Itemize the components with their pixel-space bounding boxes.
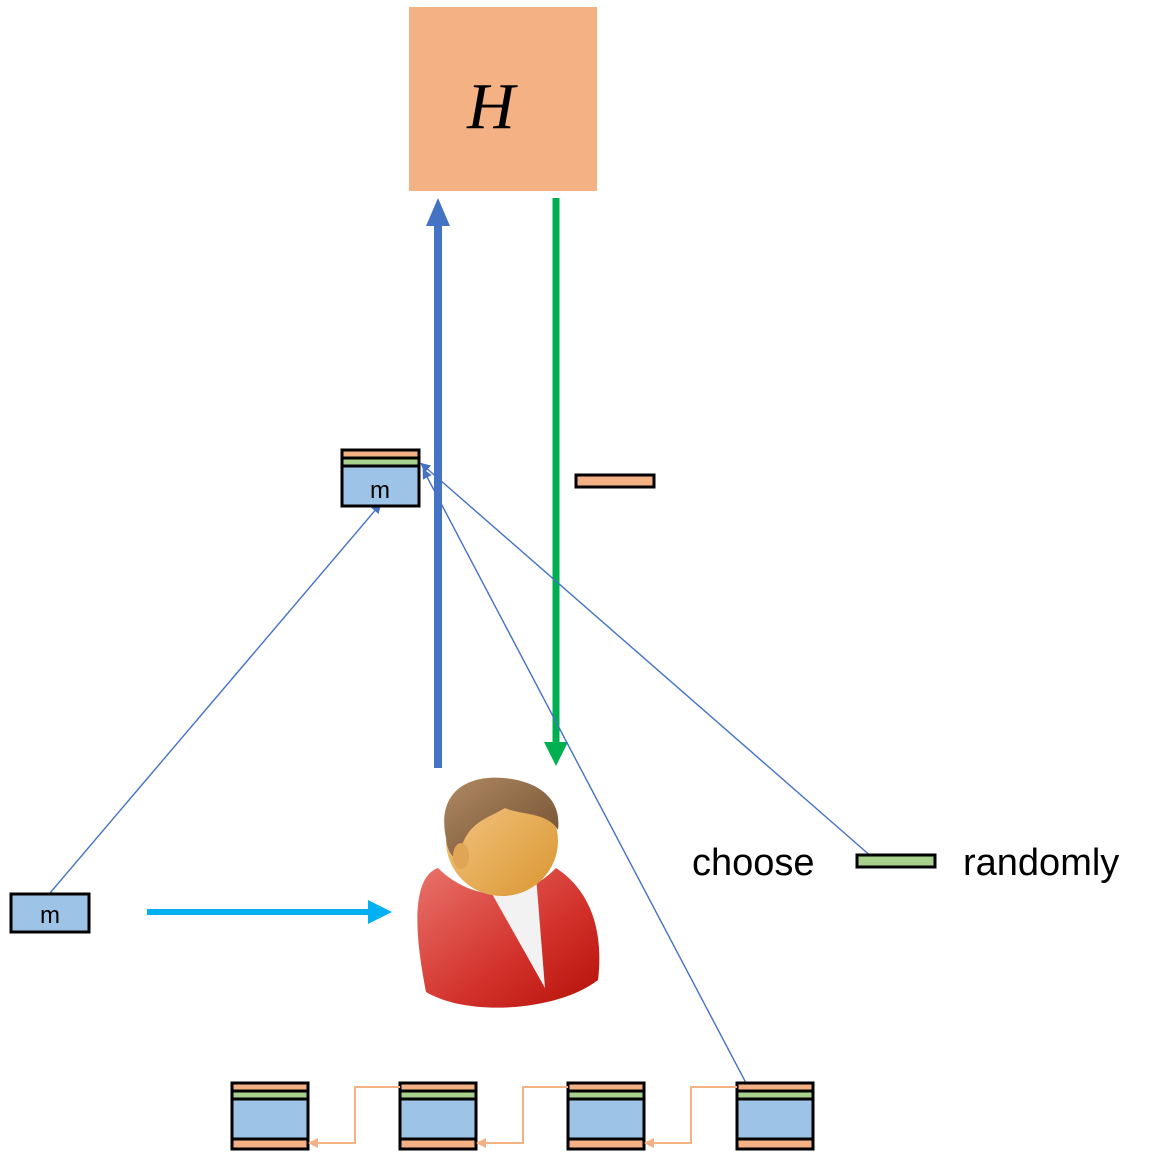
chain-block: [735, 1081, 815, 1151]
arrow-message-to-user: [147, 900, 392, 924]
user-icon: [417, 777, 600, 1008]
combined-block: m: [340, 448, 421, 508]
chain-link: [308, 1086, 400, 1148]
combined-block-label: m: [370, 477, 390, 504]
arrow-down-from-hash: [544, 198, 568, 766]
block-chain: [230, 1081, 815, 1151]
chain-link: [476, 1086, 568, 1148]
choose-text: choose: [692, 842, 815, 884]
chain-link: [644, 1086, 737, 1148]
hash-output-bar: [574, 473, 656, 489]
message-block: m: [9, 892, 91, 934]
randomly-text: randomly: [963, 842, 1119, 884]
chain-block: [398, 1081, 478, 1151]
chain-block: [230, 1081, 310, 1151]
hash-function-box: H: [409, 7, 597, 191]
hash-box-label: H: [466, 70, 518, 143]
random-value-bar: [855, 853, 937, 869]
message-block-label: m: [40, 902, 60, 929]
line-message-to-block: [49, 503, 382, 894]
chain-block: [566, 1081, 646, 1151]
line-random-to-block: [420, 462, 874, 859]
line-chain-to-block: [422, 468, 776, 1139]
hash-box-rect: [409, 7, 597, 191]
